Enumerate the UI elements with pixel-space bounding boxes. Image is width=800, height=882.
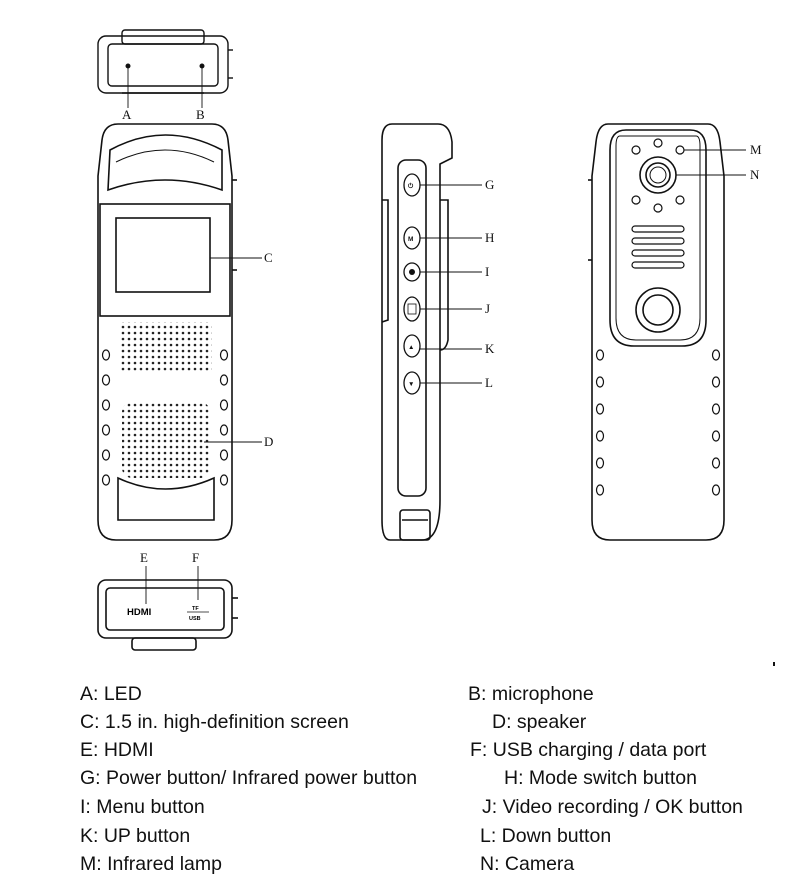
callout-m: M (750, 142, 762, 157)
side-view (381, 123, 482, 541)
callout-a: A (122, 107, 132, 122)
record-icon (407, 303, 417, 315)
callout-l: L (485, 375, 493, 390)
bottom-view (97, 566, 238, 651)
legend-item-f: F: USB charging / data port (470, 739, 707, 761)
tf-port-label: TF (192, 606, 199, 612)
legend-item-l: L: Down button (480, 825, 612, 847)
legend-item-c: C: 1.5 in. high-definition screen (80, 711, 349, 733)
callout-g: G (485, 177, 494, 192)
legend-item-m: M: Infrared lamp (80, 853, 222, 875)
legend-item-g: G: Power button/ Infrared power button (80, 767, 418, 789)
legend-item-i: I: Menu button (80, 796, 205, 818)
product-diagram: A B C D E F HDMI TF US (97, 29, 775, 666)
legend-item-e: E: HDMI (80, 739, 154, 761)
callout-j: J (485, 301, 490, 316)
down-arrow-icon: ▼ (408, 381, 414, 388)
side-button-glyphs: ⏻ M ▲ ▼ (407, 182, 417, 388)
usb-port-label: USB (189, 616, 201, 622)
legend-item-a: A: LED (80, 683, 142, 705)
legend-item-n: N: Camera (480, 853, 575, 875)
legend-item-b: B: microphone (468, 683, 594, 705)
callout-n: N (750, 167, 760, 182)
legend-item-j: J: Video recording / OK button (482, 796, 743, 818)
callout-i: I (485, 264, 489, 279)
legend-item-k: K: UP button (80, 825, 191, 847)
menu-icon (409, 269, 415, 275)
hdmi-port-label: HDMI (127, 607, 151, 618)
front-view (97, 123, 262, 541)
callout-f: F (192, 550, 199, 565)
legend-item-h: H: Mode switch button (504, 767, 697, 789)
legend-item-d: D: speaker (492, 711, 587, 733)
callout-c: C (264, 250, 273, 265)
callout-d: D (264, 434, 273, 449)
top-view (97, 29, 233, 108)
callout-h: H (485, 230, 494, 245)
callout-b: B (196, 107, 205, 122)
callout-k: K (485, 341, 495, 356)
mode-icon: M (408, 236, 413, 243)
back-view (588, 123, 746, 541)
stray-mark (773, 662, 775, 666)
up-arrow-icon: ▲ (408, 344, 414, 351)
callout-e: E (140, 550, 148, 565)
power-icon: ⏻ (408, 182, 414, 190)
